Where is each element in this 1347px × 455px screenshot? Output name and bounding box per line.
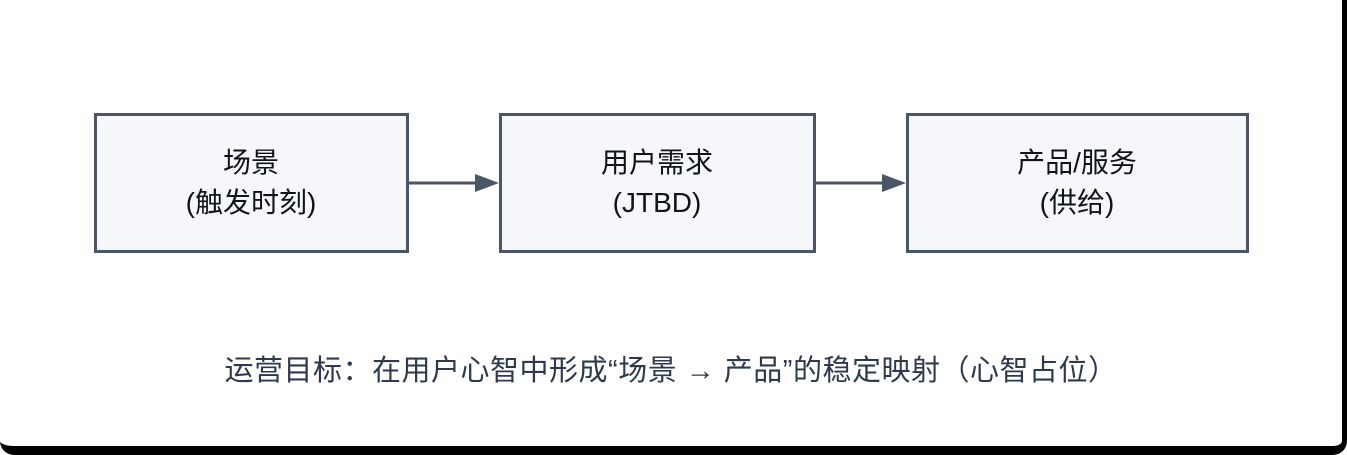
node-product-service-subtitle: (供给) xyxy=(1039,187,1115,218)
node-user-need: 用户需求 (JTBD) xyxy=(498,113,816,253)
arrow-right-icon xyxy=(815,174,906,192)
node-scene-title: 场景 xyxy=(222,147,279,179)
flow-row: 场景 (触发时刻) 用户需求 (JTBD) 产品/服务 (供给) xyxy=(0,113,1342,253)
node-product-service-title: 产品/服务 xyxy=(1017,147,1137,179)
node-user-need-title: 用户需求 xyxy=(600,147,713,179)
node-scene-subtitle: (触发时刻) xyxy=(185,187,317,218)
operations-goal-caption: 运营目标：在用户心智中形成“场景 → 产品”的稳定映射（心智占位） xyxy=(224,355,1118,387)
node-scene: 场景 (触发时刻) xyxy=(93,113,409,253)
node-product-service: 产品/服务 (供给) xyxy=(905,113,1249,253)
node-user-need-subtitle: (JTBD) xyxy=(612,187,702,218)
arrow-right-icon xyxy=(408,174,499,192)
